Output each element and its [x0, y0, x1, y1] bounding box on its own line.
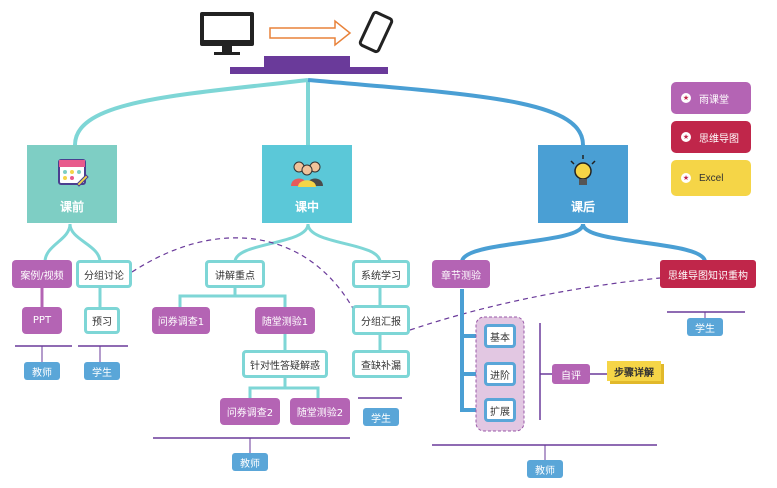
check-fill-node: 查缺补漏	[352, 350, 410, 378]
legend-yuketang-label: 雨课堂	[699, 94, 729, 106]
chapter-test-node: 章节测验	[432, 260, 490, 288]
self-eval-node: 自评	[552, 364, 590, 384]
group-discuss-node: 分组讨论	[76, 260, 132, 288]
phase-post: 课后	[538, 145, 628, 223]
phase-pre-label: 课前	[59, 200, 84, 214]
quiz1-node: 随堂测验1	[255, 307, 315, 334]
lightbulb-icon	[570, 155, 596, 185]
people-icon	[291, 161, 323, 187]
key-points-node: 讲解重点	[205, 260, 265, 288]
legend-excel-label: Excel	[699, 172, 724, 184]
star-icon: ★	[681, 132, 691, 142]
case-video-node: 案例/视频	[12, 260, 72, 288]
mindmap-rebuild-node: 思维导图知识重构	[660, 260, 756, 288]
phase-pre: 课前	[27, 145, 117, 223]
basic-node: 基本	[484, 324, 516, 348]
extend-node: 扩展	[484, 398, 516, 422]
legend-excel: ★ Excel	[671, 160, 751, 196]
post-teacher-tag: 教师	[527, 460, 563, 478]
pre-student-tag: 学生	[84, 362, 120, 380]
star-icon: ★	[681, 173, 691, 183]
advanced-node: 进阶	[484, 362, 516, 386]
step-detail-node: 步骤详解	[607, 361, 661, 381]
mid-student-tag: 学生	[363, 408, 399, 426]
monitor-icon	[200, 12, 254, 55]
survey1-node: 问券调查1	[152, 307, 210, 334]
calendar-icon	[58, 159, 89, 187]
phone-icon	[358, 10, 394, 54]
ppt-node: PPT	[22, 307, 62, 334]
group-report-node: 分组汇报	[352, 305, 410, 335]
legend-mindmap-label: 思维导图	[699, 133, 739, 145]
pre-teacher-tag: 教师	[24, 362, 60, 380]
top-bar	[264, 56, 350, 70]
mid-teacher-tag: 教师	[232, 453, 268, 471]
phase-post-label: 课后	[570, 200, 595, 214]
phase-mid: 课中	[262, 145, 352, 223]
survey2-node: 问券调查2	[220, 398, 280, 425]
quiz2-node: 随堂测验2	[290, 398, 350, 425]
star-icon: ★	[681, 93, 691, 103]
post-student-tag: 学生	[687, 318, 723, 336]
arrow-icon	[269, 19, 352, 47]
preview-node: 预习	[84, 307, 120, 334]
phase-mid-label: 课中	[294, 200, 319, 214]
targeted-qa-node: 针对性答疑解惑	[242, 350, 328, 378]
system-study-node: 系统学习	[352, 260, 410, 288]
legend-yuketang: ★ 雨课堂	[671, 82, 751, 114]
legend-mindmap: ★ 思维导图	[671, 121, 751, 153]
